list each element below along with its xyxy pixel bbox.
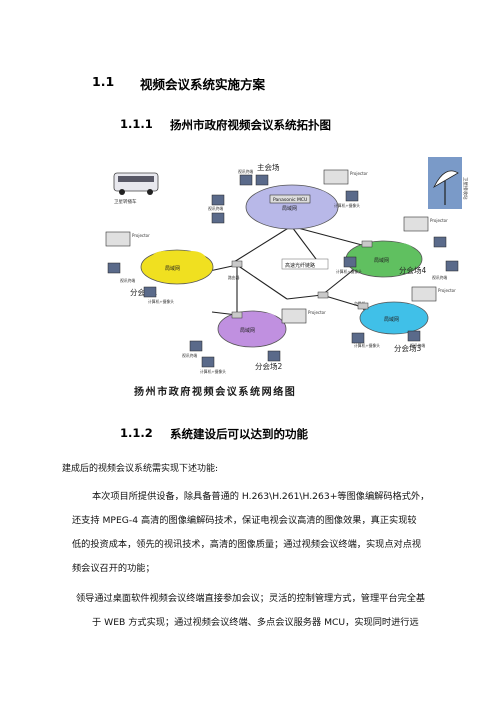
projector-label: Projector (438, 288, 456, 293)
section-number: 1.1 (92, 74, 115, 89)
projector-icon (403, 216, 429, 232)
branch4-label: 分会场4 (399, 265, 426, 275)
router-icon (231, 311, 243, 319)
section-title: 视频会议系统实施方案 (140, 77, 266, 92)
projector-icon (281, 308, 307, 324)
monitor-icon (267, 350, 281, 362)
paragraph1-line1: 本次项目所提供设备，除具备普通的 H.263\H.261\H.263+等图像编解… (92, 491, 430, 502)
monitor-icon (433, 236, 447, 248)
intro-text: 建成后的视频会议系统需实现下述功能: (62, 464, 219, 474)
dish-label: 卫星接收站 (462, 177, 469, 200)
monitor-icon (107, 262, 121, 274)
terminal-label: 视讯终端 (410, 343, 425, 348)
left-network-label: 局域网 (165, 265, 180, 272)
network-topology-diagram: 局域网 局域网 局域网 局域网 局域网 高速光纤链路 主会场 分会场4 分会场1… (105, 157, 469, 398)
projector-icon (411, 286, 437, 302)
router-icon (357, 302, 369, 310)
subsection-heading-topology: 1.1.1 扬州市政府视频会议系统拓扑图 (120, 117, 440, 133)
projector-icon (105, 231, 131, 247)
projector-label: Projector (132, 233, 150, 238)
projector-icon (323, 169, 349, 185)
subsection-title: 扬州市政府视频会议系统拓扑图 (170, 118, 331, 132)
pc-label: 计算机+摄像头 (200, 369, 226, 374)
monitor-icon (345, 190, 359, 202)
projector-label: Projector (350, 171, 368, 176)
monitor-icon (201, 356, 215, 368)
router-label: 路由器 (228, 275, 240, 280)
paragraph1-line2: 还支持 MPEG-4 高清的图像编解码技术，保证电视会议高清的图像效果，真正实现… (72, 515, 417, 526)
paragraph2-line1: 领导通过桌面软件视频会议终端直接参加会议；灵活的控制管理方式，管理平台完全基 (76, 593, 426, 604)
terminal-label: 视讯终端 (238, 169, 253, 174)
branch1-label: 分会场1 (130, 287, 157, 297)
backbone-label: 高速光纤链路 (285, 262, 315, 269)
subsection-title: 系统建设后可以达到的功能 (170, 427, 308, 441)
mcu-label: Panasonic MCU (273, 197, 307, 203)
projector-label: Projector (308, 310, 326, 315)
monitor-icon (351, 332, 365, 344)
terminal-label: 视讯终端 (120, 278, 135, 283)
terminal-label: 视讯终端 (432, 275, 447, 280)
monitor-icon (239, 174, 253, 186)
van-label: 卫星转播车 (114, 198, 137, 205)
main-venue-label: 主会场 (257, 162, 280, 172)
monitor-icon (343, 256, 357, 268)
paragraph1-line4: 频会议召开的功能； (72, 563, 155, 574)
section-heading: 1.1 视频会议系统实施方案 (92, 74, 412, 92)
monitor-icon (211, 212, 225, 224)
monitor-icon (211, 194, 225, 206)
mcu-icon (269, 194, 311, 204)
subsection-number: 1.1.1 (120, 117, 153, 131)
br-network-label: 局域网 (384, 316, 399, 323)
right-network-label: 局域网 (374, 257, 389, 264)
figure-caption: 扬州市政府视频会议系统网络图 (134, 385, 296, 398)
pc-label: 计算机+摄像头 (336, 269, 362, 274)
bottom-network-label: 局域网 (240, 327, 255, 334)
monitor-icon (255, 174, 269, 186)
satellite-dish-icon (428, 157, 462, 209)
paragraph1-line3: 低的投资成本，领先的视讯技术，高清的图像质量；通过视频会议终端，实现点对点视 (72, 539, 422, 550)
monitor-icon (407, 330, 421, 342)
terminal-label: 视讯终端 (182, 353, 197, 358)
branch2-label: 分会场2 (255, 361, 282, 371)
paragraph2-line2: 于 WEB 方式实现；通过视频会议终端、多点会议服务器 MCU，实现同时进行远 (92, 617, 419, 628)
projector-label: Projector (430, 218, 448, 223)
terminal-label: 视讯终端 (208, 206, 223, 211)
branch3-label: 分会场3 (394, 343, 421, 353)
pc-label: 计算机+摄像头 (334, 203, 360, 208)
router-icon (231, 260, 243, 268)
pc-label: 计算机+摄像头 (148, 299, 174, 304)
router-icon (361, 240, 373, 248)
subsection-number: 1.1.2 (120, 426, 153, 440)
subsection-heading-functions: 1.1.2 系统建设后可以达到的功能 (120, 426, 440, 442)
monitor-icon (189, 340, 203, 352)
pc-label: 计算机+摄像头 (354, 343, 380, 348)
monitor-icon (143, 286, 157, 298)
satellite-van-icon (113, 172, 159, 195)
router-icon (317, 291, 329, 299)
main-network-label: 局域网 (282, 205, 297, 212)
monitor-icon (445, 260, 459, 272)
